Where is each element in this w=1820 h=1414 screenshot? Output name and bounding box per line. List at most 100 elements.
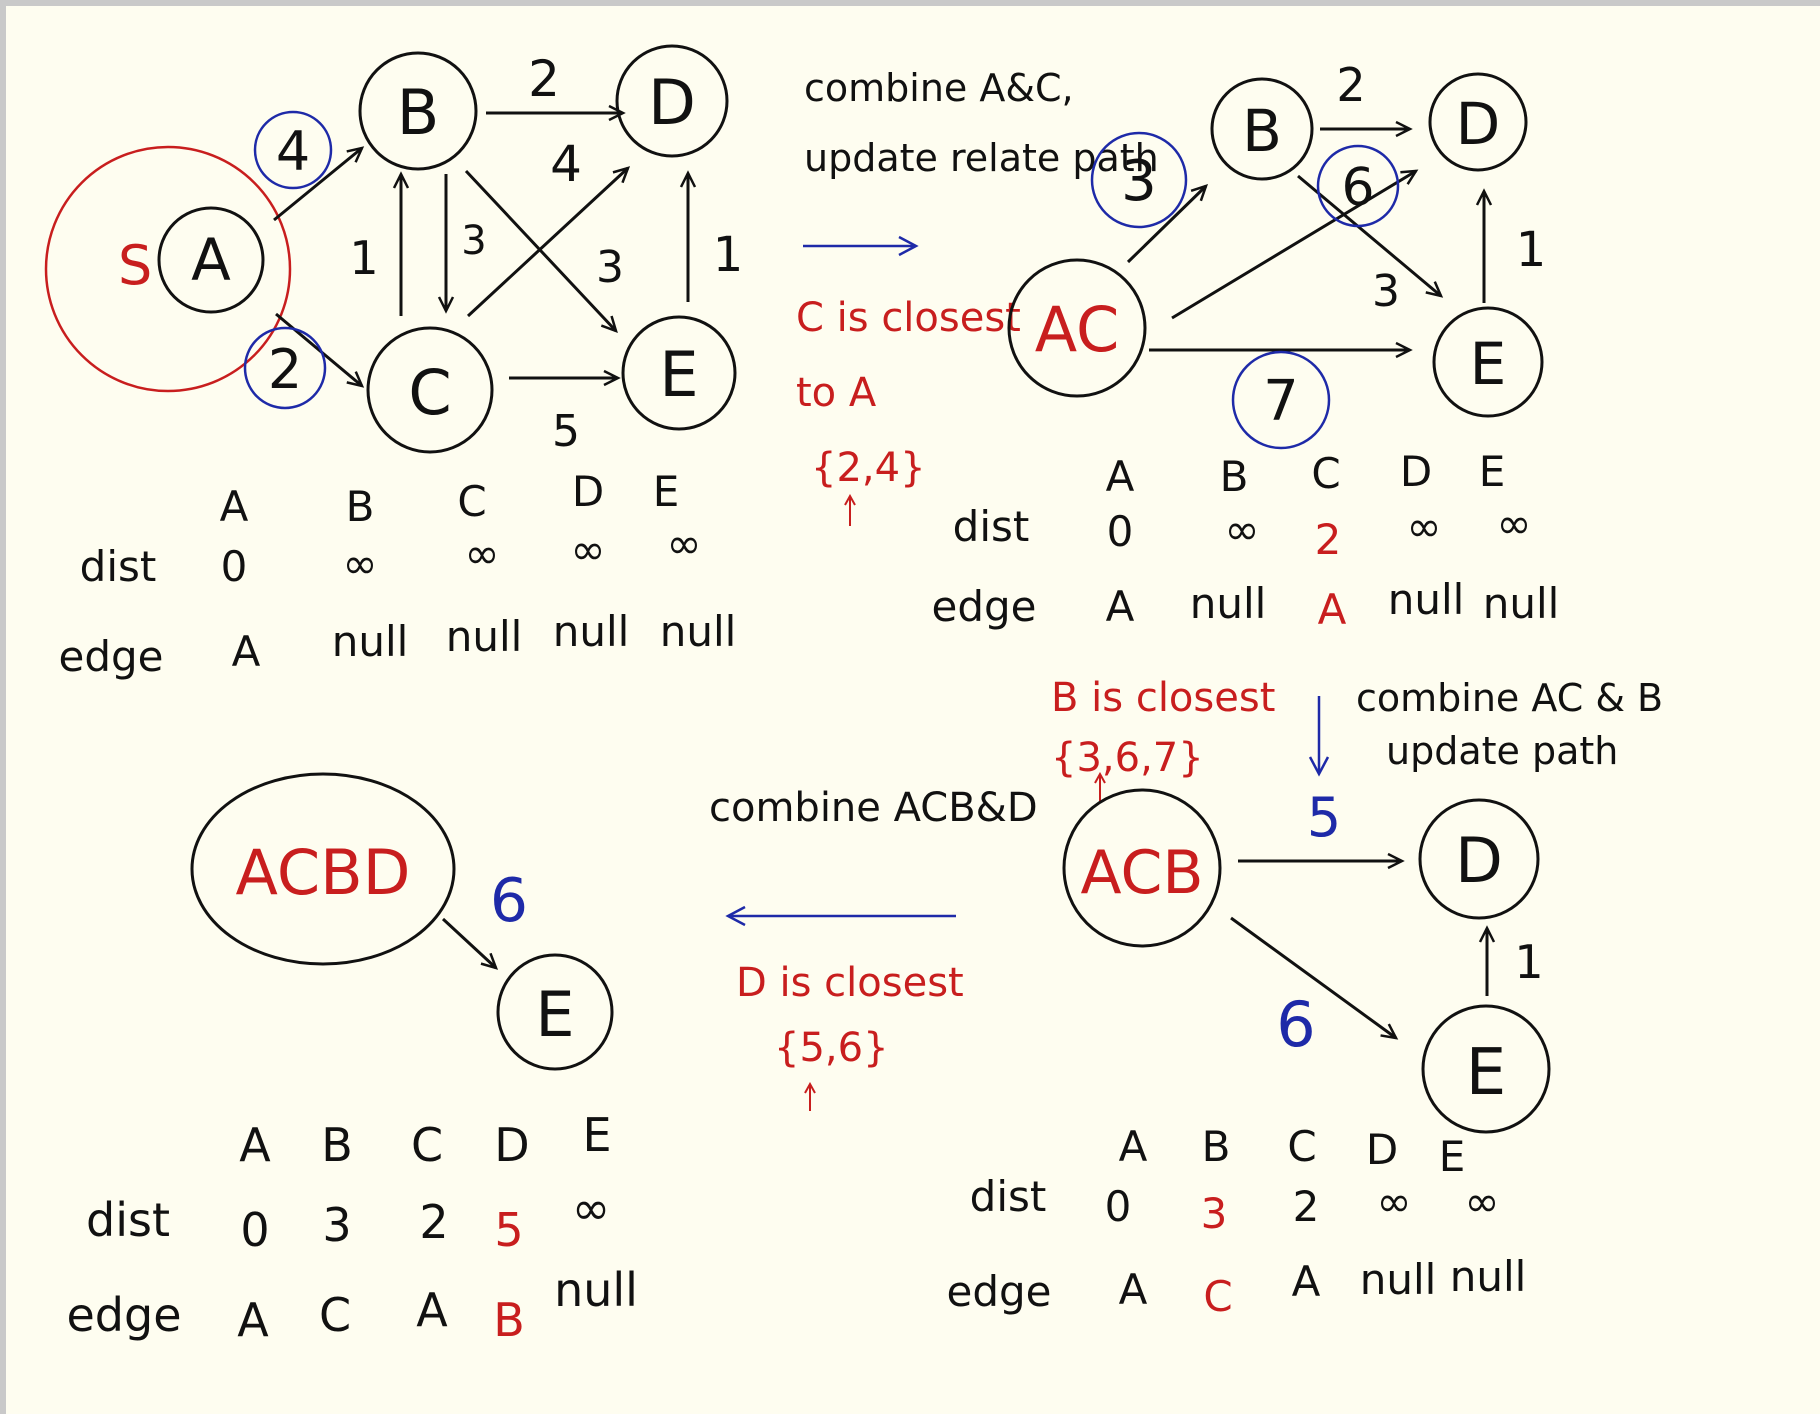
step4-dist-e: ∞ bbox=[572, 1181, 610, 1235]
step1-dist-d: ∞ bbox=[571, 525, 606, 574]
step3-edge-c: A bbox=[1292, 1257, 1321, 1306]
step3-row-dist-label: dist bbox=[970, 1172, 1047, 1221]
step3-header-b: B bbox=[1202, 1122, 1231, 1171]
weight-e3-d3: 1 bbox=[1514, 935, 1543, 989]
step3-header-c: C bbox=[1287, 1122, 1316, 1171]
step2-row-dist-label: dist bbox=[953, 502, 1030, 551]
weight-acbd-e4: 6 bbox=[490, 866, 528, 936]
node-ac-label: AC bbox=[1035, 293, 1120, 366]
step4-note-combine: combine ACB&D bbox=[709, 785, 1038, 831]
edge-a-c bbox=[275, 312, 365, 388]
step2-note-closest-line1: C is closest bbox=[796, 295, 1021, 341]
step3-row-edge-label: edge bbox=[947, 1267, 1052, 1316]
node-e-label: E bbox=[659, 338, 698, 411]
step4-header-e: E bbox=[582, 1108, 611, 1162]
step4-dist-d: 5 bbox=[494, 1203, 523, 1257]
step3-note-closest-line2: {3,6,7} bbox=[1051, 735, 1204, 781]
step1-dist-a: 0 bbox=[221, 542, 248, 591]
node-b2 bbox=[1210, 77, 1314, 181]
node-e3-label: E bbox=[1466, 1036, 1506, 1110]
edge-a-b bbox=[273, 146, 365, 222]
step2-edge-a: A bbox=[1106, 582, 1135, 631]
step2-header-d: D bbox=[1400, 447, 1432, 496]
step2-header-b: B bbox=[1220, 452, 1249, 501]
node-acb-label: ACB bbox=[1080, 838, 1203, 908]
step1-header-d: D bbox=[572, 467, 604, 516]
step2-row-edge-label: edge bbox=[932, 582, 1037, 631]
step4-table: A B C D E dist 0 3 2 5 ∞ edge A C A B nu… bbox=[67, 1108, 638, 1347]
weight-ac-d: 6 bbox=[1341, 158, 1374, 218]
source-set-circle bbox=[44, 145, 292, 393]
node-acbd bbox=[190, 772, 456, 966]
step1-edge-a: A bbox=[232, 627, 261, 676]
node-d2-label: D bbox=[1456, 90, 1501, 158]
edge-acbd-e4 bbox=[441, 917, 499, 970]
step1-header-e: E bbox=[653, 467, 680, 516]
weight-c-e: 5 bbox=[552, 406, 580, 457]
step4-dist-b: 3 bbox=[322, 1198, 351, 1252]
weight-b2-d2: 2 bbox=[1336, 58, 1365, 112]
weight-b2-e2: 3 bbox=[1372, 266, 1400, 317]
node-d-label: D bbox=[648, 66, 696, 139]
step3-dist-c: 2 bbox=[1293, 1182, 1320, 1231]
node-d3-label: D bbox=[1455, 824, 1503, 897]
step4-edge-c: A bbox=[416, 1283, 448, 1337]
step2-note-combine-line1: combine A&C, bbox=[804, 66, 1074, 110]
step3-note-combine-line2: update path bbox=[1386, 729, 1618, 773]
node-b bbox=[358, 51, 478, 171]
step3-dist-a: 0 bbox=[1105, 1182, 1132, 1231]
weight-a-c-highlight bbox=[243, 326, 327, 410]
step4-note-closest-line2: {5,6} bbox=[774, 1025, 889, 1071]
step3-table: A B C D E dist 0 3 2 ∞ ∞ edge A C A null… bbox=[947, 1122, 1527, 1321]
step2-header-e: E bbox=[1479, 447, 1506, 496]
whiteboard-canvas: S A B C D E 4 2 2 1 3 3 4 5 1 A B bbox=[6, 6, 1820, 1414]
step2-table: A B C D E dist 0 ∞ 2 ∞ ∞ edge A null A n… bbox=[932, 447, 1560, 634]
step4-dist-c: 2 bbox=[419, 1195, 448, 1249]
node-e2 bbox=[1432, 306, 1544, 418]
node-acb bbox=[1062, 788, 1222, 948]
node-b2-label: B bbox=[1242, 97, 1282, 165]
step3-dist-e: ∞ bbox=[1465, 1177, 1500, 1226]
step2-note-closest-line3: {2,4} bbox=[811, 445, 926, 491]
source-label: S bbox=[118, 234, 152, 297]
edge-ac-b bbox=[1126, 184, 1209, 264]
step3-header-a: A bbox=[1119, 1122, 1148, 1171]
step4-dist-a: 0 bbox=[240, 1203, 269, 1257]
step1-edge-d: null bbox=[553, 607, 630, 656]
weight-e2-d2: 1 bbox=[1516, 222, 1547, 278]
step3-header-d: D bbox=[1366, 1125, 1398, 1174]
step3-dist-d: ∞ bbox=[1377, 1177, 1412, 1226]
step1-dist-c: ∞ bbox=[465, 529, 500, 578]
weight-e-d: 1 bbox=[713, 227, 744, 283]
weight-b-c: 3 bbox=[461, 218, 486, 264]
weight-ac-b-highlight bbox=[1090, 131, 1188, 229]
node-a-label: A bbox=[191, 226, 231, 294]
weight-a-b-highlight bbox=[253, 110, 333, 190]
step3-edge-a: A bbox=[1119, 1265, 1148, 1314]
step3-edge-d: null bbox=[1360, 1255, 1437, 1304]
step4-edge-a: A bbox=[237, 1293, 269, 1347]
weight-b-d: 2 bbox=[528, 50, 560, 108]
step1-header-b: B bbox=[346, 482, 375, 531]
node-b-label: B bbox=[397, 76, 440, 149]
step1-row-dist-label: dist bbox=[80, 542, 157, 591]
step2-edge-c: A bbox=[1318, 585, 1347, 634]
step4-edge-e: null bbox=[554, 1263, 638, 1317]
step2-dist-b: ∞ bbox=[1225, 505, 1260, 554]
step4-header-d: D bbox=[494, 1118, 529, 1172]
weight-acb-e3: 6 bbox=[1276, 988, 1315, 1061]
step4-note-closest-line1: D is closest bbox=[736, 960, 964, 1006]
step3-edge-e: null bbox=[1450, 1252, 1527, 1301]
step3-note-combine-line1: combine AC & B bbox=[1356, 676, 1663, 720]
node-d bbox=[615, 44, 729, 158]
weight-acb-d3: 5 bbox=[1307, 786, 1341, 849]
weight-a-c: 2 bbox=[268, 338, 302, 401]
weight-b-e: 3 bbox=[596, 242, 624, 293]
step4-header-a: A bbox=[239, 1118, 271, 1172]
weight-ac-e-highlight bbox=[1231, 350, 1331, 450]
node-c bbox=[366, 326, 494, 454]
step2-note-closest-line2: to A bbox=[796, 370, 877, 416]
step2-note-combine-line2: update relate path bbox=[804, 136, 1159, 180]
step3-edge-b: C bbox=[1203, 1272, 1232, 1321]
step1-edge-e: null bbox=[660, 607, 737, 656]
